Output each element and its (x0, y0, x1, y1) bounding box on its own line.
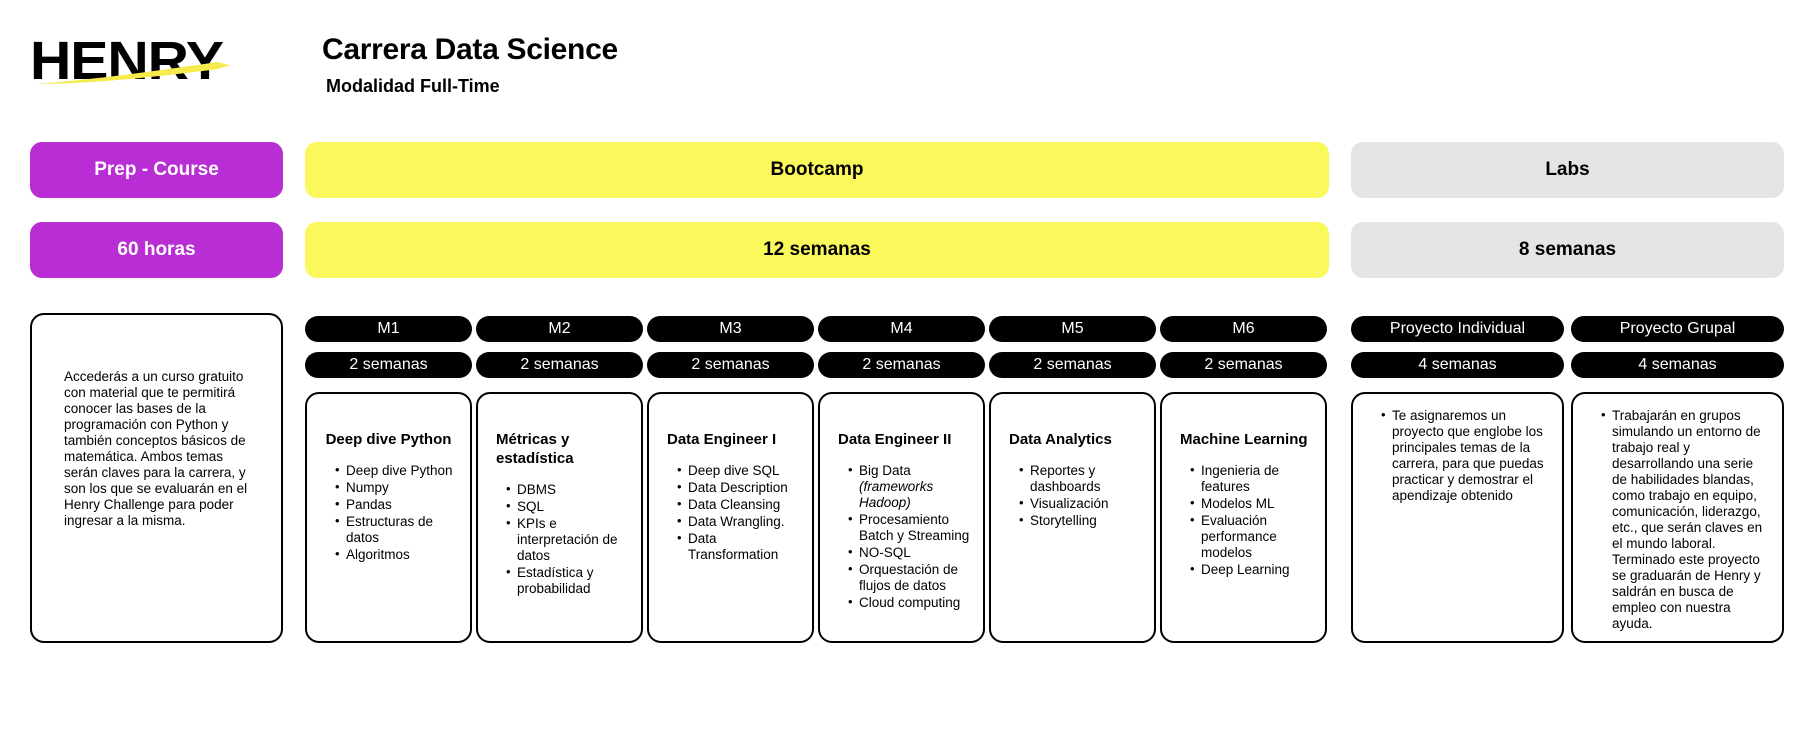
bullet-text-italic: (frameworks Hadoop) (859, 479, 934, 510)
module-card-m3: Data Engineer I Deep dive SQL Data Descr… (647, 392, 814, 643)
module-title-m6: Machine Learning (1180, 431, 1308, 448)
list-item: Data Cleansing (677, 496, 800, 513)
module-bullets-m6: Ingenieria de features Modelos ML Evalua… (1174, 462, 1313, 578)
module-card-m2: Métricas y estadística DBMS SQL KPIs e i… (476, 392, 643, 643)
module-duration-m4: 2 semanas (818, 352, 985, 378)
module-duration-m3: 2 semanas (647, 352, 814, 378)
module-code-m2: M2 (476, 316, 643, 342)
list-item: Big Data (frameworks Hadoop) (848, 462, 971, 511)
module-card-m4: Data Engineer II Big Data (frameworks Ha… (818, 392, 985, 643)
phase-band-labs: Labs (1351, 142, 1784, 198)
list-item: Deep dive Python (335, 462, 458, 479)
list-item: Estructuras de datos (335, 513, 458, 546)
list-item: Deep Learning (1190, 561, 1313, 578)
module-card-m5: Data Analytics Reportes y dashboards Vis… (989, 392, 1156, 643)
module-bullets-m2: DBMS SQL KPIs e interpretación de datos … (490, 481, 629, 597)
list-item: Estadística y probabilidad (506, 564, 629, 597)
module-card-m6: Machine Learning Ingenieria de features … (1160, 392, 1327, 643)
module-bullets-m5: Reportes y dashboards Visualización Stor… (1003, 462, 1142, 529)
labs-card-proyecto-individual: Te asignaremos un proyecto que englobe l… (1351, 392, 1564, 643)
list-item: Data Description (677, 479, 800, 496)
bullet-text-main: Big Data (859, 463, 911, 478)
phase-duration-prep: 60 horas (30, 222, 283, 278)
list-item: Data Transformation (677, 530, 800, 563)
list-item: Algoritmos (335, 546, 458, 563)
labs-card-proyecto-grupal: Trabajarán en grupos simulando un entorn… (1571, 392, 1784, 643)
list-item: DBMS (506, 481, 629, 498)
list-item: Evaluación performance modelos (1190, 512, 1313, 561)
title-block: Carrera Data Science Modalidad Full-Time (322, 32, 618, 98)
list-item: Reportes y dashboards (1019, 462, 1142, 495)
module-code-m6: M6 (1160, 316, 1327, 342)
labs-duration-proyecto-grupal: 4 semanas (1571, 352, 1784, 378)
list-item: SQL (506, 498, 629, 515)
module-bullets-m1: Deep dive Python Numpy Pandas Estructura… (319, 462, 458, 563)
labs-code-proyecto-grupal: Proyecto Grupal (1571, 316, 1784, 342)
list-item: KPIs e interpretación de datos (506, 515, 629, 564)
module-code-m5: M5 (989, 316, 1156, 342)
list-item: Storytelling (1019, 512, 1142, 529)
module-title-m4: Data Engineer II (838, 431, 952, 448)
page-title: Carrera Data Science (322, 33, 618, 66)
list-item: Data Wrangling. (677, 513, 800, 530)
henry-logo: HENRY (30, 32, 280, 90)
list-item: Trabajarán en grupos simulando un entorn… (1601, 407, 1770, 632)
labs-bullets-proyecto-individual: Te asignaremos un proyecto que englobe l… (1365, 407, 1550, 504)
phase-duration-bootcamp: 12 semanas (305, 222, 1329, 278)
module-code-m4: M4 (818, 316, 985, 342)
module-card-m1: Deep dive Python Deep dive Python Numpy … (305, 392, 472, 643)
list-item: Numpy (335, 479, 458, 496)
labs-bullets-proyecto-grupal: Trabajarán en grupos simulando un entorn… (1585, 407, 1770, 632)
module-duration-m6: 2 semanas (1160, 352, 1327, 378)
labs-code-proyecto-individual: Proyecto Individual (1351, 316, 1564, 342)
list-item: Te asignaremos un proyecto que englobe l… (1381, 407, 1550, 504)
phase-duration-labs: 8 semanas (1351, 222, 1784, 278)
labs-duration-proyecto-individual: 4 semanas (1351, 352, 1564, 378)
module-code-m1: M1 (305, 316, 472, 342)
list-item: Pandas (335, 496, 458, 513)
module-title-m1: Deep dive Python (325, 431, 452, 448)
module-title-m5: Data Analytics (1009, 431, 1112, 448)
prep-course-text: Accederás a un curso gratuito con materi… (64, 369, 248, 528)
page-header: HENRY Carrera Data Science Modalidad Ful… (0, 0, 1818, 112)
list-item: Orquestación de flujos de datos (848, 561, 971, 594)
prep-course-card: Accederás a un curso gratuito con materi… (30, 313, 283, 643)
list-item: Ingenieria de features (1190, 462, 1313, 495)
logo-wordmark: HENRY (30, 31, 224, 91)
module-duration-m1: 2 semanas (305, 352, 472, 378)
phase-band-prep: Prep - Course (30, 142, 283, 198)
module-bullets-m3: Deep dive SQL Data Description Data Clea… (661, 462, 800, 563)
list-item: NO-SQL (848, 544, 971, 561)
list-item: Deep dive SQL (677, 462, 800, 479)
module-duration-m5: 2 semanas (989, 352, 1156, 378)
list-item: Visualización (1019, 495, 1142, 512)
module-code-m3: M3 (647, 316, 814, 342)
phase-band-bootcamp: Bootcamp (305, 142, 1329, 198)
module-title-m2: Métricas y estadística (496, 431, 574, 467)
page-subtitle: Modalidad Full-Time (326, 76, 500, 96)
list-item: Modelos ML (1190, 495, 1313, 512)
list-item: Procesamiento Batch y Streaming (848, 511, 971, 544)
module-duration-m2: 2 semanas (476, 352, 643, 378)
list-item: Cloud computing (848, 594, 971, 611)
module-title-m3: Data Engineer I (667, 431, 777, 448)
module-bullets-m4: Big Data (frameworks Hadoop) Procesamien… (832, 462, 971, 611)
